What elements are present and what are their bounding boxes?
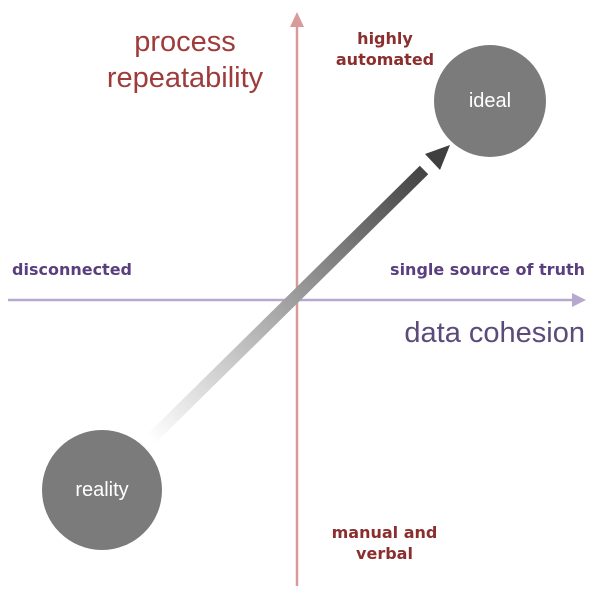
y-axis-top-label-line-2: automated [335, 50, 435, 69]
x-axis-left-label: disconnected [12, 260, 133, 279]
x-axis-right-label: single source of truth [390, 260, 585, 279]
progress-arrow-shaft [145, 165, 429, 445]
ideal-node: ideal [434, 45, 546, 157]
y-axis-title: process repeatability [90, 24, 280, 96]
progress-arrow-head [425, 145, 450, 170]
reality-node: reality [42, 430, 162, 550]
y-axis-top-label-line-1: highly [357, 29, 413, 48]
y-axis-title-line-2: repeatability [106, 62, 264, 94]
y-axis-top-label: highly automated [335, 28, 435, 70]
x-axis-title: data cohesion [404, 317, 585, 349]
ideal-node-label: ideal [468, 89, 512, 112]
progress-arrow [145, 145, 450, 445]
y-axis-bottom-label-line-1: manual and [331, 523, 438, 542]
reality-node-label: reality [75, 478, 129, 501]
x-axis-arrowhead [572, 293, 586, 307]
y-axis-title-line-1: process [134, 26, 236, 58]
y-axis-bottom-label-line-2: verbal [356, 544, 413, 563]
y-axis-arrowhead [290, 12, 304, 27]
y-axis-bottom-label: manual and verbal [322, 522, 447, 564]
